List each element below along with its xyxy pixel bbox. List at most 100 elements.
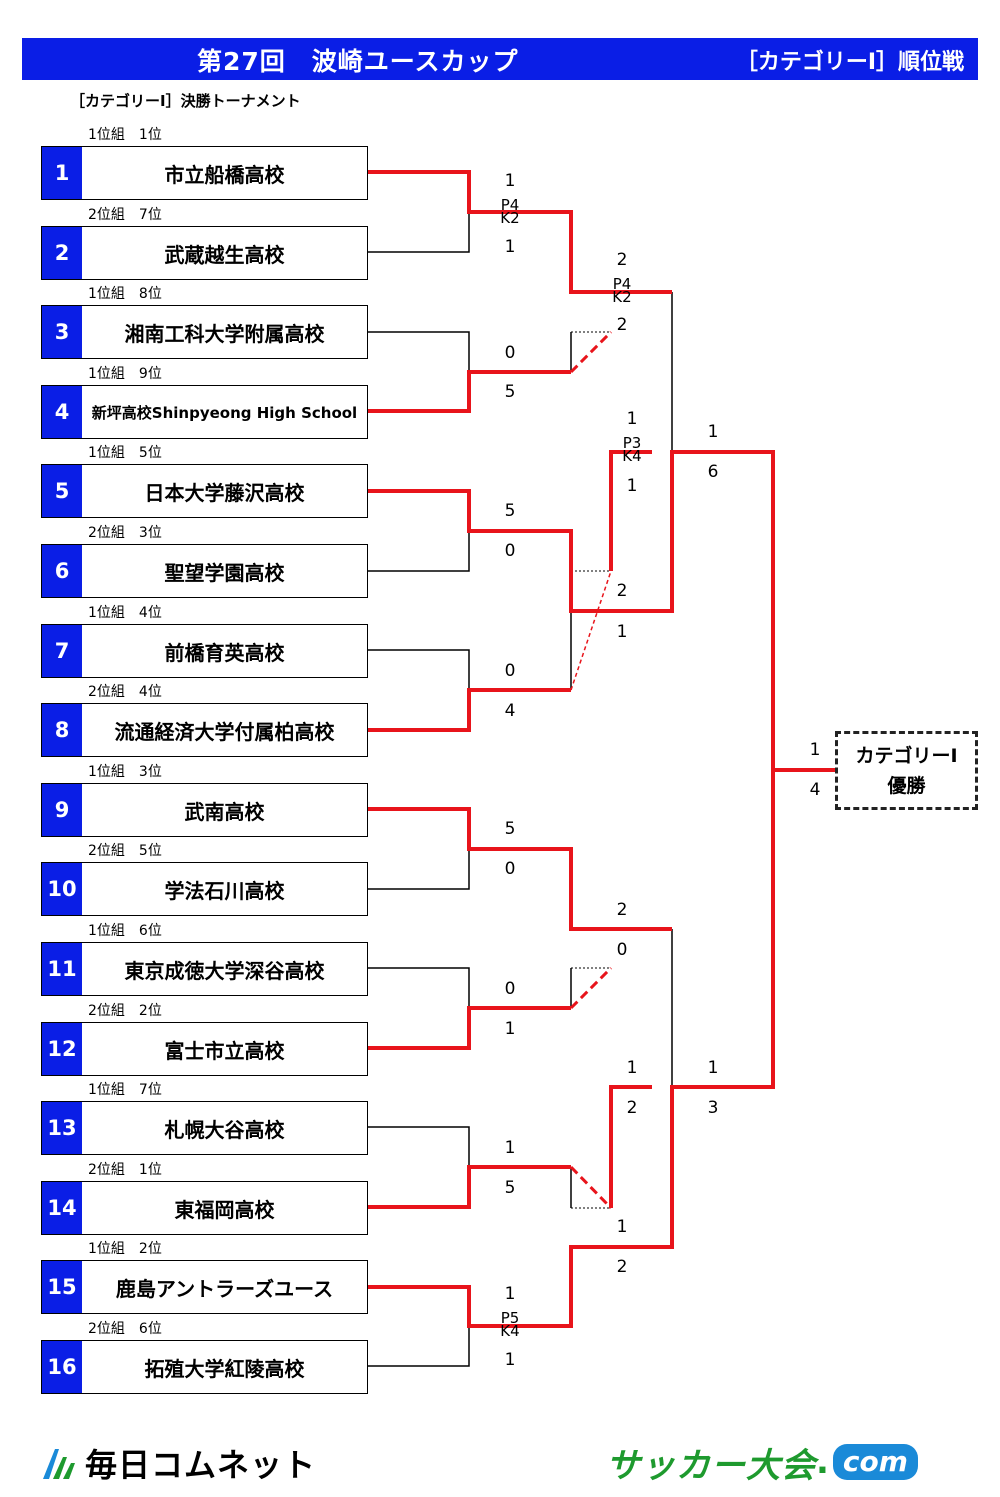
seed-number: 4 xyxy=(42,386,82,438)
soccer-taikai-logo: サッカー大会 . com xyxy=(606,1438,918,1486)
slot-label: 1位組 8位 xyxy=(88,286,162,302)
team-name: 聖望学園高校 xyxy=(164,560,285,585)
score-top: 1 xyxy=(626,1058,638,1078)
seed-number: 16 xyxy=(42,1341,82,1393)
slot-label: 1位組 7位 xyxy=(88,1082,162,1098)
score-bottom: 1 xyxy=(626,476,638,496)
score-top: 2 xyxy=(616,900,628,920)
score-top: 1 xyxy=(504,1138,516,1158)
score-bottom: 5 xyxy=(504,382,516,402)
pk-bottom: K2 xyxy=(500,209,520,227)
team-name: 札幌大谷高校 xyxy=(164,1117,285,1142)
team-name: 前橋育英高校 xyxy=(164,640,285,665)
pk-bottom: K2 xyxy=(612,288,632,306)
team-name: 湘南工科大学附属高校 xyxy=(124,321,325,346)
mainichi-comnet-logo: 毎日コムネット xyxy=(41,1440,316,1486)
seed-number: 5 xyxy=(42,465,82,517)
header-category: ［カテゴリーⅠ］順位戦 xyxy=(735,50,964,75)
seed-number: 9 xyxy=(42,784,82,836)
left-brand-text: 毎日コムネット xyxy=(85,1446,317,1484)
slot-label: 1位組 2位 xyxy=(88,1241,162,1257)
score-bottom: 2 xyxy=(616,315,628,335)
seed-number: 14 xyxy=(42,1182,82,1234)
team-row: 10 学法石川高校 xyxy=(41,862,368,916)
right-brand-com: com xyxy=(832,1444,918,1480)
pk-top: P4 xyxy=(612,275,632,293)
slot-label: 2位組 5位 xyxy=(88,843,162,859)
slot-label: 1位組 1位 xyxy=(88,127,162,143)
slot-label: 1位組 4位 xyxy=(88,605,162,621)
seed-number: 8 xyxy=(42,704,82,756)
team-row: 4 新坪高校Shinpyeong High School xyxy=(41,385,368,439)
score-top: 2 xyxy=(616,581,628,601)
slot-label: 1位組 6位 xyxy=(88,923,162,939)
seed-number: 11 xyxy=(42,943,82,995)
seed-number: 3 xyxy=(42,306,82,358)
seed-number: 2 xyxy=(42,227,82,279)
seed-number: 7 xyxy=(42,625,82,677)
score-top: 0 xyxy=(504,343,516,363)
pk-top: P4 xyxy=(500,196,520,214)
score-bottom: 6 xyxy=(707,462,719,482)
score-top: 1 xyxy=(504,1284,516,1304)
pk-bottom: K4 xyxy=(500,1322,520,1340)
score-top: 0 xyxy=(504,979,516,999)
slot-label: 1位組 9位 xyxy=(88,366,162,382)
score-top: 5 xyxy=(504,501,516,521)
team-row: 1 市立船橋高校 xyxy=(41,146,368,200)
team-name: 富士市立高校 xyxy=(164,1038,285,1063)
slot-label: 1位組 5位 xyxy=(88,445,162,461)
team-name: 東京成徳大学深谷高校 xyxy=(124,958,325,983)
team-row: 5 日本大学藤沢高校 xyxy=(41,464,368,518)
champion-label: 優勝 xyxy=(887,774,926,797)
team-row: 14 東福岡高校 xyxy=(41,1181,368,1235)
score-top: 1 xyxy=(626,409,638,429)
mainichi-logo-icon xyxy=(41,1445,77,1481)
score-bottom: 1 xyxy=(616,622,628,642)
score-bottom: 4 xyxy=(809,780,821,800)
slot-label: 1位組 3位 xyxy=(88,764,162,780)
team-name: 市立船橋高校 xyxy=(164,162,285,187)
team-name: 日本大学藤沢高校 xyxy=(144,480,305,505)
team-name: 武蔵越生高校 xyxy=(164,242,285,267)
right-brand-text: サッカー大会 xyxy=(606,1445,816,1486)
team-name: 学法石川高校 xyxy=(164,878,285,903)
slot-label: 2位組 1位 xyxy=(88,1162,162,1178)
team-name: 東福岡高校 xyxy=(174,1197,275,1222)
team-row: 7 前橋育英高校 xyxy=(41,624,368,678)
score-bottom: 2 xyxy=(626,1098,638,1118)
slot-label: 2位組 6位 xyxy=(88,1321,162,1337)
seed-number: 1 xyxy=(42,147,82,199)
team-row: 3 湘南工科大学附属高校 xyxy=(41,305,368,359)
score-top: 0 xyxy=(504,661,516,681)
team-row: 2 武蔵越生高校 xyxy=(41,226,368,280)
score-bottom: 0 xyxy=(616,940,628,960)
score-bottom: 3 xyxy=(707,1098,719,1118)
score-top: 1 xyxy=(616,1217,628,1237)
bracket-subtitle: ［カテゴリーⅠ］決勝トーナメント xyxy=(70,92,301,110)
slot-label: 2位組 4位 xyxy=(88,684,162,700)
score-top: 1 xyxy=(707,1058,719,1078)
page-header: 第27回 波崎ユースカップ ［カテゴリーⅠ］順位戦 xyxy=(22,38,978,80)
team-name: 拓殖大学紅陵高校 xyxy=(144,1356,305,1381)
right-brand-dot: . xyxy=(816,1442,829,1482)
team-name: 鹿島アントラーズユース xyxy=(115,1276,334,1301)
pk-bottom: K4 xyxy=(622,447,642,465)
slot-label: 2位組 3位 xyxy=(88,525,162,541)
team-row: 11 東京成徳大学深谷高校 xyxy=(41,942,368,996)
score-bottom: 2 xyxy=(616,1257,628,1277)
team-name: 新坪高校Shinpyeong High School xyxy=(91,403,358,422)
team-row: 12 富士市立高校 xyxy=(41,1022,368,1076)
slot-label: 2位組 2位 xyxy=(88,1003,162,1019)
seed-number: 12 xyxy=(42,1023,82,1075)
seed-number: 10 xyxy=(42,863,82,915)
score-bottom: 1 xyxy=(504,1019,516,1039)
team-row: 13 札幌大谷高校 xyxy=(41,1101,368,1155)
champion-box: カテゴリーⅠ 優勝 xyxy=(835,731,978,810)
score-bottom: 1 xyxy=(504,237,516,257)
seed-number: 13 xyxy=(42,1102,82,1154)
score-bottom: 0 xyxy=(504,541,516,561)
